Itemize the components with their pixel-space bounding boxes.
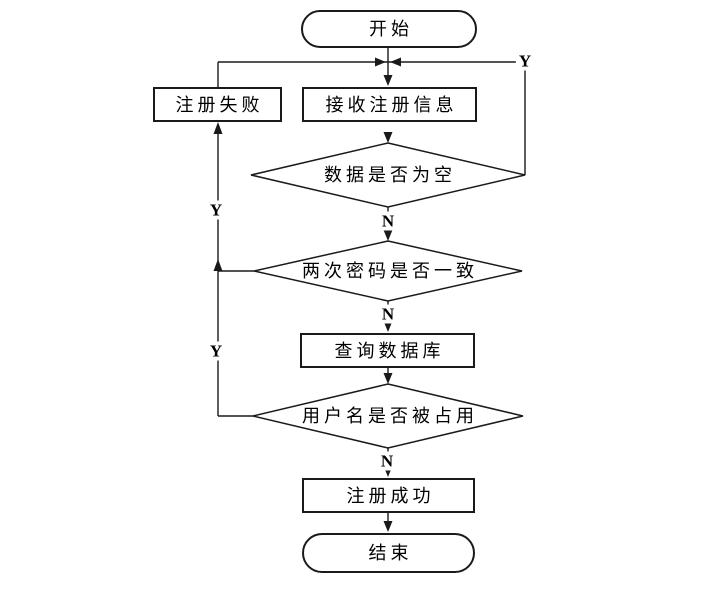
arrowhead-into-data-empty [383, 132, 393, 143]
decision-data-empty-shape [250, 142, 526, 208]
decision-username-taken-shape [252, 383, 524, 449]
arrowhead-into-username [383, 373, 393, 384]
end-terminator: 结束 [302, 533, 475, 573]
arrowhead-into-fail [213, 122, 223, 134]
process-receive-info: 接收注册信息 [302, 87, 477, 122]
start-terminator: 开始 [301, 10, 477, 48]
decision-passwords-match-label: 两次密码是否一致 [302, 261, 478, 281]
decision-passwords-match-shape [253, 240, 523, 302]
decision-data-empty-label: 数据是否为空 [324, 165, 456, 185]
decision-username-taken-label: 用户名是否被占用 [302, 406, 478, 426]
arrowhead-merge-right [375, 57, 386, 67]
process-register-fail: 注册失败 [153, 87, 282, 122]
arrowhead-left-rail-merge [213, 259, 223, 271]
branch-label-username-no: N [377, 451, 397, 471]
arrowhead-into-passwords [383, 230, 393, 241]
arrowhead-merge-left [390, 57, 401, 67]
branch-label-data-empty-yes: Y [515, 51, 535, 71]
arrowhead-into-receive [383, 75, 393, 86]
arrowhead-into-query [383, 321, 393, 332]
branch-label-username-yes: Y [206, 341, 226, 361]
branch-label-data-empty-no: N [378, 211, 398, 231]
process-register-success: 注册成功 [302, 478, 475, 513]
branch-label-passwords-no: N [378, 304, 398, 324]
arrowhead-into-end [383, 521, 393, 532]
process-query-database: 查询数据库 [300, 333, 475, 368]
branch-label-passwords-yes: Y [206, 200, 226, 220]
